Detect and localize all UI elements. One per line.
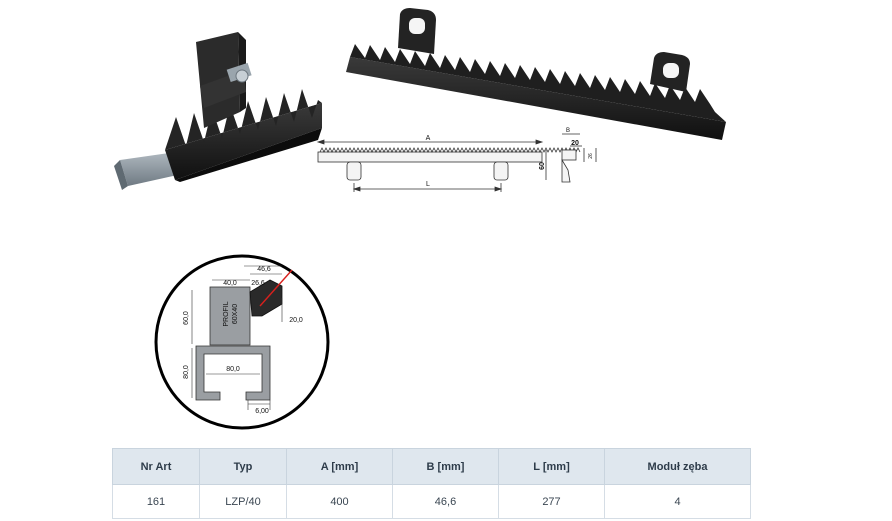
rack-full-illustration [346, 8, 726, 140]
cell-l: 277 [498, 484, 605, 519]
specification-table: Nr Art Typ A [mm] B [mm] L [mm] Moduł zę… [112, 448, 751, 519]
dim-20-label: 20 [571, 140, 579, 147]
header-a: A [mm] [286, 448, 393, 485]
table-header-row: Nr Art Typ A [mm] B [mm] L [mm] Moduł zę… [112, 448, 751, 485]
dim-60-label: 60 [539, 162, 546, 170]
dim-40: 40,0 [223, 280, 237, 287]
header-typ: Typ [199, 448, 287, 485]
cell-modul: 4 [604, 484, 751, 519]
header-modul: Moduł zęba [604, 448, 751, 485]
dim-l-label: L [426, 181, 430, 188]
dim-a-label: A [426, 135, 431, 142]
product-illustration: A L B 20 60 26 40,0 26,6 46,6 20,0 60,0 … [114, 8, 726, 430]
dim-80-height: 80,0 [183, 365, 190, 379]
dim-60-profile: 60,0 [183, 311, 190, 325]
dim-80-width: 80,0 [226, 366, 240, 373]
header-nr-art: Nr Art [112, 448, 200, 485]
dim-46-6: 46,6 [257, 266, 271, 273]
header-b: B [mm] [392, 448, 499, 485]
dim-20: 20,0 [289, 317, 303, 324]
dim-26-6: 26,6 [251, 280, 265, 287]
profile-label-2: 60X40 [232, 304, 239, 324]
dim-b-label: B [566, 128, 570, 134]
profile-label-1: PROFIL [223, 301, 230, 326]
cell-typ: LZP/40 [199, 484, 287, 519]
dim-6: 6,00 [255, 408, 269, 415]
rack-technical-drawing [316, 133, 597, 192]
cell-a: 400 [286, 484, 393, 519]
cell-nr-art: 161 [112, 484, 200, 519]
header-l: L [mm] [498, 448, 605, 485]
cell-b: 46,6 [392, 484, 499, 519]
profile-cross-section [154, 254, 330, 430]
table-row: 161 LZP/40 400 46,6 277 4 [112, 484, 751, 519]
dim-26-label: 26 [588, 153, 594, 159]
rack-closeup-illustration [114, 32, 322, 190]
